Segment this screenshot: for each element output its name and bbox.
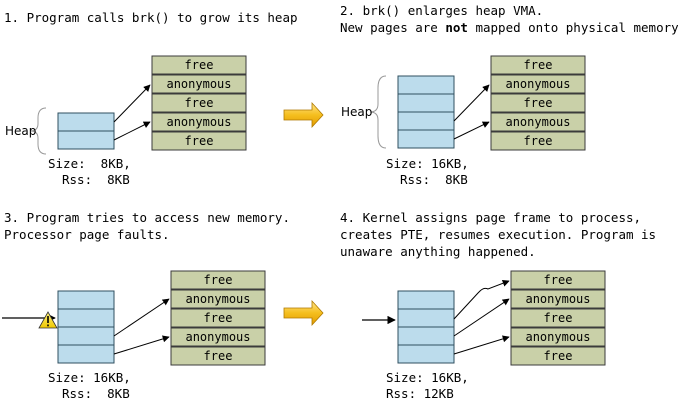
heap-vma [397, 290, 455, 364]
frame-label: free [524, 96, 553, 110]
heap-page [57, 112, 115, 132]
frame-label: free [185, 58, 214, 72]
heap-vma [397, 75, 455, 149]
heap-vma [57, 112, 115, 150]
panel-1: 1. Program calls brk() to grow its heap … [4, 10, 298, 187]
rss-label: Rss: 8KB [62, 386, 130, 401]
heap-vma [57, 290, 115, 364]
rss-label: Rss: 12KB [386, 386, 454, 401]
heap-page [397, 308, 455, 328]
new-mapping-arrow [453, 279, 510, 320]
size-label: Size: 16KB, [386, 370, 469, 385]
mapping-arrow [453, 121, 490, 140]
heap-page [57, 326, 115, 346]
physical-memory: free anonymous free anonymous free [170, 270, 266, 366]
panel-4-caption-line-2: creates PTE, resumes execution. Program … [340, 227, 656, 242]
physical-memory: free anonymous free anonymous free [151, 55, 247, 151]
step-arrow-icon [283, 101, 324, 129]
rss-label: Rss: 8KB [400, 172, 468, 187]
mapping-arrow [113, 298, 170, 337]
panel-2: 2. brk() enlarges heap VMA. New pages ar… [340, 3, 678, 187]
heap-page [57, 130, 115, 150]
panel-2-caption-line-1: 2. brk() enlarges heap VMA. [340, 3, 543, 18]
frame-label: free [544, 349, 573, 363]
heap-page [57, 344, 115, 364]
panel-4-caption-line-1: 4. Kernel assigns page frame to process, [340, 210, 641, 225]
frame-label: free [204, 273, 233, 287]
panel-3-caption-line-1: 3. Program tries to access new memory. [4, 210, 290, 225]
frame-label: free [544, 311, 573, 325]
frame-label: free [524, 58, 553, 72]
rss-label: Rss: 8KB [62, 172, 130, 187]
heap-label: Heap [5, 124, 36, 138]
frame-label: anonymous [505, 77, 570, 91]
panel-1-caption: 1. Program calls brk() to grow its heap [4, 10, 298, 25]
mapping-arrow [113, 121, 151, 141]
heap-brace [369, 75, 387, 149]
heap-page [397, 290, 455, 310]
frame-label: anonymous [525, 330, 590, 344]
frame-label: anonymous [166, 115, 231, 129]
heap-page [57, 290, 115, 310]
heap-page [397, 326, 455, 346]
frame-label: anonymous [525, 292, 590, 306]
frame-label: free [524, 134, 553, 148]
frame-label: free [204, 311, 233, 325]
heap-label: Heap [341, 105, 372, 119]
panel-4: 4. Kernel assigns page frame to process,… [340, 210, 656, 401]
heap-page [57, 308, 115, 328]
frame-label: free [544, 273, 573, 287]
panel-3: 3. Program tries to access new memory. P… [2, 210, 290, 401]
heap-page [397, 129, 455, 149]
frame-label: anonymous [185, 292, 250, 306]
mapping-arrow [453, 84, 490, 122]
frame-label: anonymous [185, 330, 250, 344]
panel-2-caption-line-2: New pages are not mapped onto physical m… [340, 20, 678, 35]
heap-page [397, 75, 455, 95]
heap-page [397, 111, 455, 131]
caption-part: New pages are [340, 20, 445, 35]
physical-memory: free anonymous free anonymous free [510, 270, 606, 366]
panel-4-caption-line-3: unaware anything happened. [340, 244, 536, 259]
physical-memory: free anonymous free anonymous free [490, 55, 586, 151]
caption-bold-word: not [445, 20, 468, 35]
caption-part: mapped onto physical memory. [468, 20, 678, 35]
mapping-arrow [453, 298, 510, 337]
frame-label: free [185, 96, 214, 110]
frame-label: free [185, 134, 214, 148]
heap-page [397, 93, 455, 113]
warning-icon [38, 311, 58, 329]
mapping-arrow [113, 335, 170, 355]
size-label: Size: 8KB, [48, 156, 131, 171]
mapping-arrow [113, 84, 151, 123]
frame-label: anonymous [505, 115, 570, 129]
panel-3-caption-line-2: Processor page faults. [4, 227, 170, 242]
size-label: Size: 16KB, [48, 370, 131, 385]
frame-label: anonymous [166, 77, 231, 91]
mapping-arrow [453, 335, 510, 355]
step-arrow-icon [283, 299, 324, 327]
heap-page [397, 344, 455, 364]
size-label: Size: 16KB, [386, 156, 469, 171]
heap-brace [29, 107, 47, 155]
frame-label: free [204, 349, 233, 363]
